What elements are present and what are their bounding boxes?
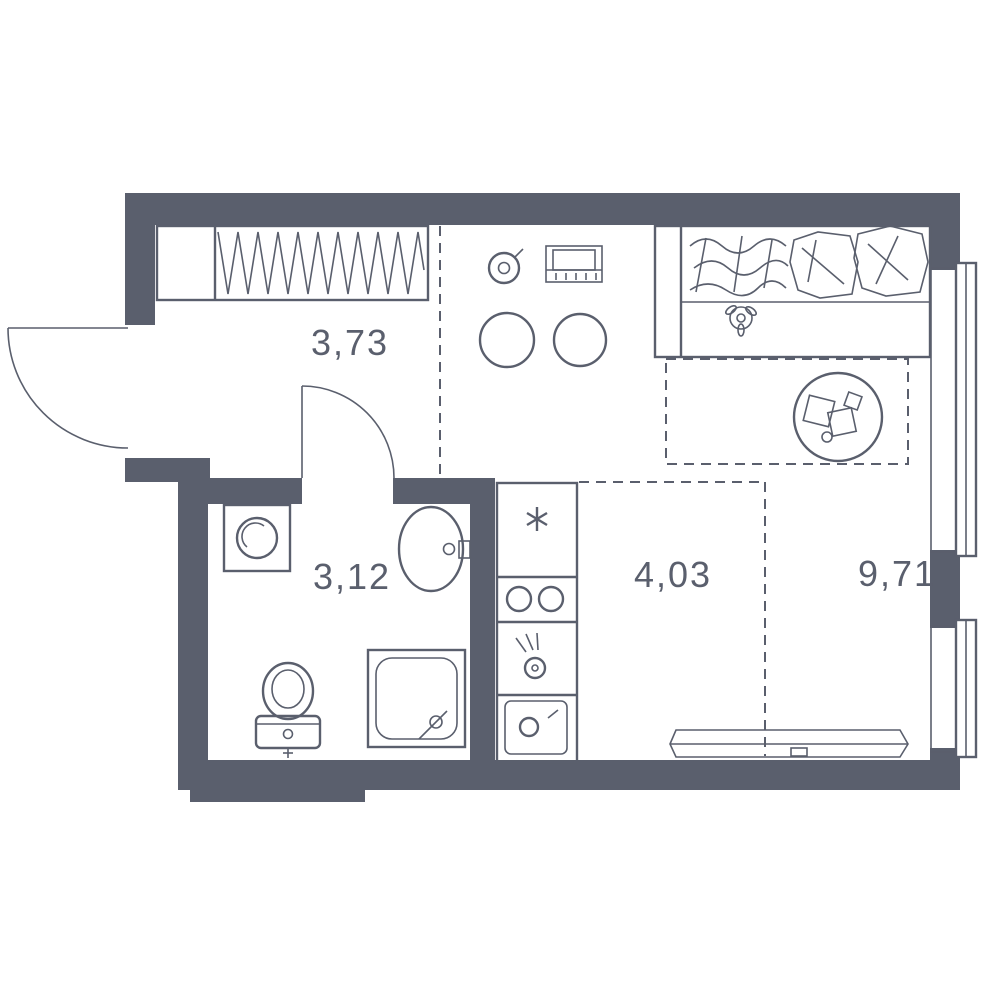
wall-left-upper xyxy=(125,193,155,325)
tv-console-icon xyxy=(669,729,909,758)
wall-top xyxy=(125,193,960,225)
wall-bottom-step xyxy=(190,788,365,802)
kitchen-appliance-column xyxy=(495,481,579,764)
sofa-icon xyxy=(653,224,932,359)
fridge-icon xyxy=(526,507,548,531)
wall-right-top xyxy=(930,193,960,270)
pot-icon xyxy=(487,248,524,285)
round-stools-icon xyxy=(478,311,608,369)
wall-bathroom-right xyxy=(470,478,495,790)
bathroom-area-label: 3,12 xyxy=(313,556,391,597)
shower-icon xyxy=(366,648,467,749)
laptop-desk-icon xyxy=(545,245,603,283)
entrance-door-icon xyxy=(7,327,129,449)
wall-bathroom-top-left xyxy=(205,478,302,504)
dining-zone-boundary xyxy=(665,358,909,465)
washing-machine-icon xyxy=(222,503,292,573)
kitchen-area-label: 4,03 xyxy=(634,554,712,595)
wall-left-lower xyxy=(178,458,208,790)
window-right-lower xyxy=(930,618,978,759)
kitchen-sink-icon xyxy=(504,700,568,755)
plant-icon xyxy=(724,304,758,337)
pillows-icon xyxy=(789,225,929,299)
living-area-label: 9,71 xyxy=(858,553,936,594)
window-right-upper xyxy=(930,261,978,558)
dining-table-icon xyxy=(792,371,884,463)
wall-bottom xyxy=(178,760,960,790)
faucet-icon xyxy=(515,632,547,680)
blanket-icon xyxy=(689,235,789,297)
interior-door-icon xyxy=(301,385,395,479)
walls xyxy=(125,193,960,802)
wall-right-mid xyxy=(930,550,960,628)
hallway-area-label: 3,73 xyxy=(311,322,389,363)
wardrobe-icon xyxy=(155,224,430,302)
toilet-icon xyxy=(254,661,322,758)
cooktop-icon xyxy=(505,585,565,613)
sink-icon xyxy=(397,505,471,593)
